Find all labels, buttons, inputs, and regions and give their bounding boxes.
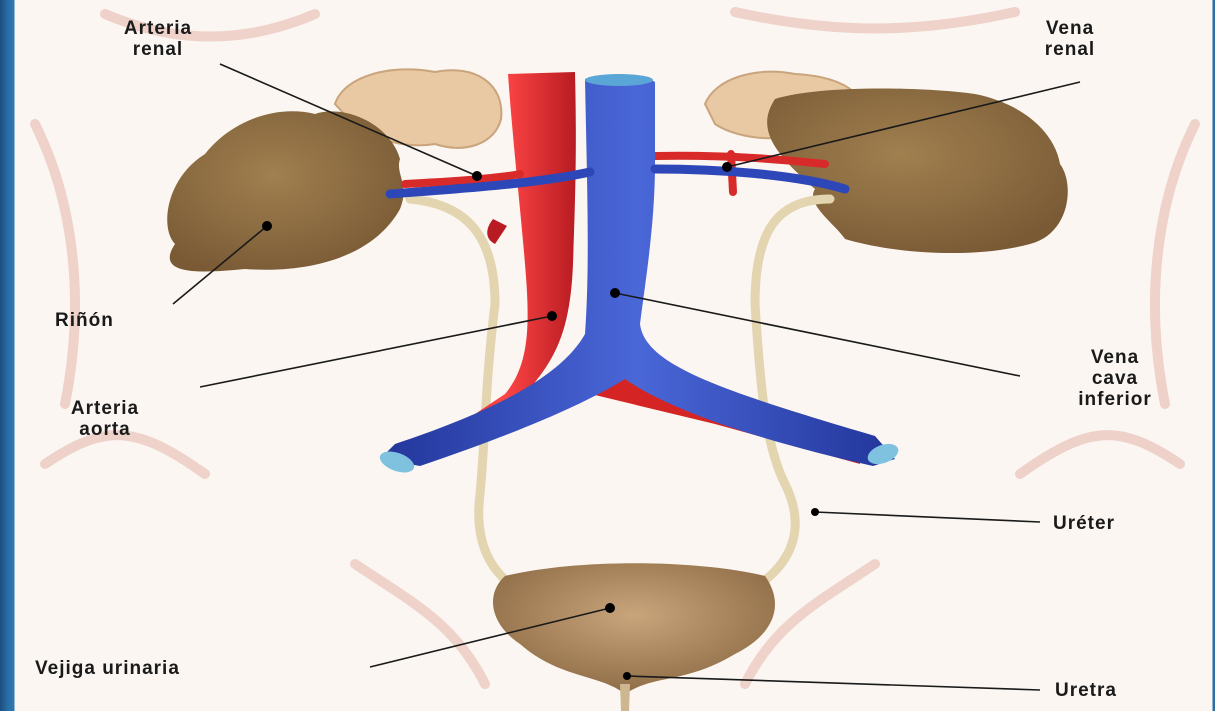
kidney-right	[767, 89, 1068, 254]
diagram-canvas: Arteria renal Vena renal Riñón Arteria a…	[15, 4, 1212, 711]
label-vena-renal-line2: renal	[1005, 39, 1135, 60]
label-vena-cava-line1: Vena	[1045, 347, 1185, 368]
kidney-left	[167, 111, 403, 271]
bladder	[493, 563, 775, 694]
urinary-system-diagram	[15, 4, 1212, 711]
label-ureter: Uréter	[1053, 513, 1173, 534]
label-arteria-renal-line2: renal	[93, 39, 223, 60]
label-vena-cava-line2: cava	[1045, 368, 1185, 389]
label-vejiga-urinaria: Vejiga urinaria	[35, 658, 355, 679]
label-arteria-renal-line1: Arteria	[93, 18, 223, 39]
label-vena-cava-inferior: Vena cava inferior	[1045, 347, 1185, 410]
label-uretra: Uretra	[1055, 680, 1175, 701]
label-rinon: Riñón	[55, 310, 155, 331]
label-vena-renal-line1: Vena	[1005, 18, 1135, 39]
label-vena-cava-line3: inferior	[1045, 389, 1185, 410]
label-arteria-aorta: Arteria aorta	[35, 398, 175, 440]
label-arteria-renal: Arteria renal	[93, 18, 223, 60]
label-arteria-aorta-line2: aorta	[35, 419, 175, 440]
label-vena-renal: Vena renal	[1005, 18, 1135, 60]
label-arteria-aorta-line1: Arteria	[35, 398, 175, 419]
urethra	[620, 684, 630, 711]
